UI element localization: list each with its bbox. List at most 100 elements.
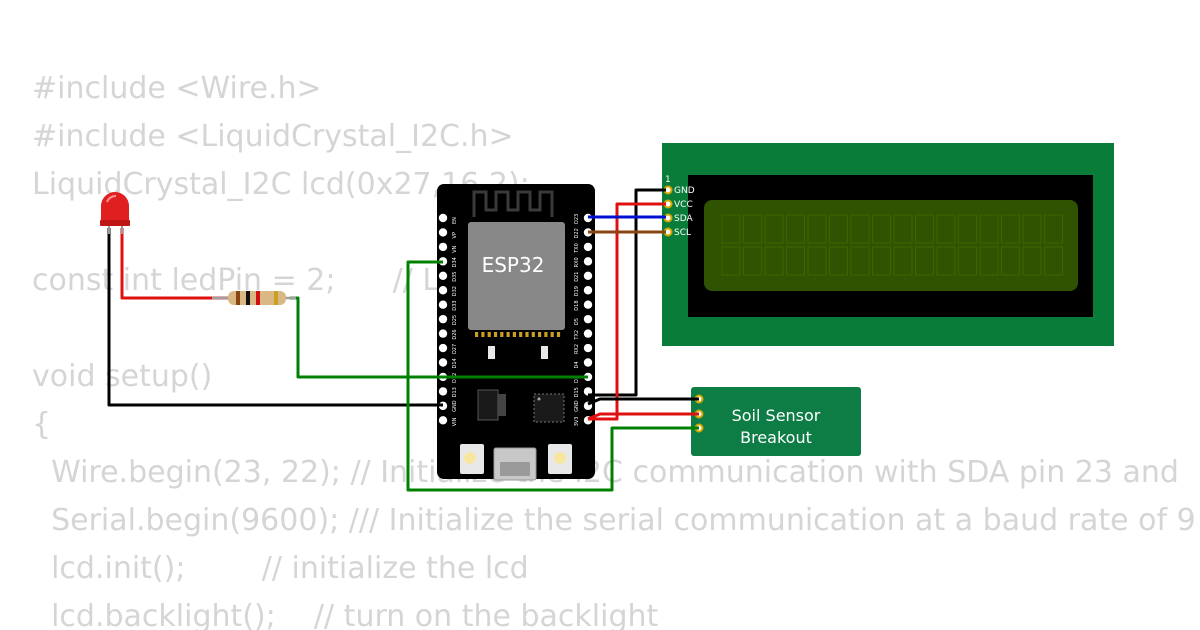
led-highlight: [106, 195, 117, 203]
lcd-cell: [915, 246, 934, 276]
esp32-module-pad: [519, 332, 523, 337]
lcd-cell: [786, 246, 805, 276]
lcd-cell: [807, 246, 827, 276]
wire-soil-vcc[interactable]: [587, 412, 699, 421]
lcd-cell: [872, 214, 891, 244]
esp32-pin-d35[interactable]: [438, 271, 448, 280]
esp32-pin-vin[interactable]: [438, 416, 448, 425]
esp32-pin-d21[interactable]: [583, 271, 593, 280]
esp32-pin-label: TX2: [574, 330, 580, 341]
lcd-cell: [743, 214, 762, 244]
code-line: #include <Wire.h>: [32, 71, 322, 106]
esp32-module-pad: [487, 332, 491, 337]
lcd-cell: [764, 246, 784, 276]
esp32-pin-d27[interactable]: [438, 343, 448, 353]
esp32-pin-d18[interactable]: [583, 300, 593, 309]
esp32-pin-label: 3V3: [574, 417, 580, 427]
esp32-board[interactable]: ESP32 ENVPVND34D35D32D33D25D26D27D14D12D…: [437, 184, 595, 481]
esp32-module-pads: [475, 332, 561, 337]
esp32-pin-label: D22: [574, 228, 580, 238]
esp32-pin-label: D13: [452, 387, 458, 397]
esp32-module-pad: [531, 332, 535, 337]
esp32-pin-label: D34: [452, 257, 458, 267]
esp32-pin-tx0[interactable]: [583, 242, 593, 252]
lcd-cell: [893, 214, 913, 244]
wire-led-cathode-gnd[interactable]: [107, 228, 443, 407]
esp32-pin-d25[interactable]: [438, 314, 448, 324]
code-line: const int ledPin = 2; // LED: [32, 263, 482, 298]
esp32-pin-vn[interactable]: [438, 242, 448, 252]
esp32-pin-d13[interactable]: [438, 387, 448, 396]
code-line: Wire.begin(23, 22); // Initialize the I2…: [32, 455, 1179, 490]
esp32-pin-tx2[interactable]: [583, 329, 593, 338]
esp32-module-pad: [493, 332, 498, 337]
esp32-usb-chip-dot: [537, 397, 541, 401]
esp32-pin-label: RX0: [574, 257, 580, 267]
esp32-pin-en[interactable]: [438, 213, 448, 223]
esp32-pin-d32[interactable]: [438, 286, 448, 295]
esp32-right-pin-header: D23D22TX0RX0D21D19D18D5TX2RX2D4D2D15GND3…: [574, 214, 593, 427]
esp32-pin-vp[interactable]: [438, 228, 448, 237]
wire-led-anode[interactable]: [120, 228, 232, 300]
esp32-pin-label: D18: [574, 300, 580, 310]
esp32-pin-rx0[interactable]: [583, 257, 593, 266]
resistor-band-3: [256, 291, 260, 305]
lcd-pin-number: 1: [665, 175, 671, 185]
resistor[interactable]: [212, 291, 296, 305]
lcd-cell: [786, 214, 805, 244]
esp32-pin-label: D15: [574, 387, 580, 397]
esp32-led-right: [541, 346, 548, 359]
esp32-pin-label: D21: [574, 272, 580, 282]
esp32-pin-d26[interactable]: [438, 329, 448, 338]
wire-lcd-gnd[interactable]: [588, 188, 666, 397]
code-line: void setup(): [32, 359, 213, 394]
esp32-module-pad: [556, 332, 561, 337]
wire-soil-gnd[interactable]: [587, 397, 699, 406]
wire-soil-aout-d34[interactable]: [406, 260, 699, 492]
code-line: lcd.init(); // initialize the lcd: [32, 551, 529, 586]
lcd-cell: [807, 214, 827, 244]
esp32-module-pad: [475, 332, 479, 337]
soil-sensor-breakout[interactable]: Soil Sensor Breakout: [691, 387, 861, 456]
lcd-cell: [721, 246, 741, 276]
esp32-en-button[interactable]: [464, 452, 476, 464]
esp32-module-pad: [550, 332, 554, 337]
esp32-pin-label: VN: [452, 245, 458, 252]
soil-sensor-pcb: [691, 387, 861, 456]
esp32-pin-label: RX2: [574, 344, 580, 354]
lcd-cell: [721, 214, 741, 244]
esp32-pin-label: D33: [452, 300, 458, 310]
esp32-pin-label: EN: [452, 217, 458, 224]
led[interactable]: [100, 192, 130, 234]
lcd-cell: [936, 246, 956, 276]
wire-lcd-vcc[interactable]: [588, 202, 666, 421]
lcd-screen: [704, 200, 1078, 291]
lcd-cell: [979, 214, 999, 244]
esp32-regulator-tab: [498, 394, 506, 416]
esp32-pin-d14[interactable]: [438, 358, 448, 367]
esp32-boot-button[interactable]: [554, 452, 566, 464]
esp32-module-pad: [481, 332, 485, 337]
esp32-pin-d33[interactable]: [438, 300, 448, 309]
esp32-pin-d5[interactable]: [583, 314, 593, 324]
esp32-usb-port-inner: [500, 462, 530, 476]
esp32-pin-d15[interactable]: [583, 387, 593, 396]
esp32-pin-d4[interactable]: [583, 358, 593, 367]
lcd-pin-label: SCL: [674, 228, 691, 238]
esp32-module-pad: [506, 332, 510, 337]
esp32-module-pad: [544, 332, 548, 337]
esp32-pin-label: D4: [574, 361, 580, 368]
lcd-cell: [829, 214, 848, 244]
code-line: #include <LiquidCrystal_I2C.h>: [32, 119, 514, 154]
lcd-cell: [1001, 214, 1020, 244]
esp32-pin-d19[interactable]: [583, 286, 593, 295]
code-line: Serial.begin(9600); /// Initialize the s…: [32, 503, 1196, 538]
lcd-cell: [850, 214, 870, 244]
esp32-pin-label: D14: [452, 358, 458, 368]
lcd-cell: [829, 246, 848, 276]
esp32-module-pad: [500, 332, 504, 337]
esp32-pin-rx2[interactable]: [583, 343, 593, 353]
esp32-pin-label: VP: [452, 232, 458, 238]
lcd-cell: [958, 214, 977, 244]
